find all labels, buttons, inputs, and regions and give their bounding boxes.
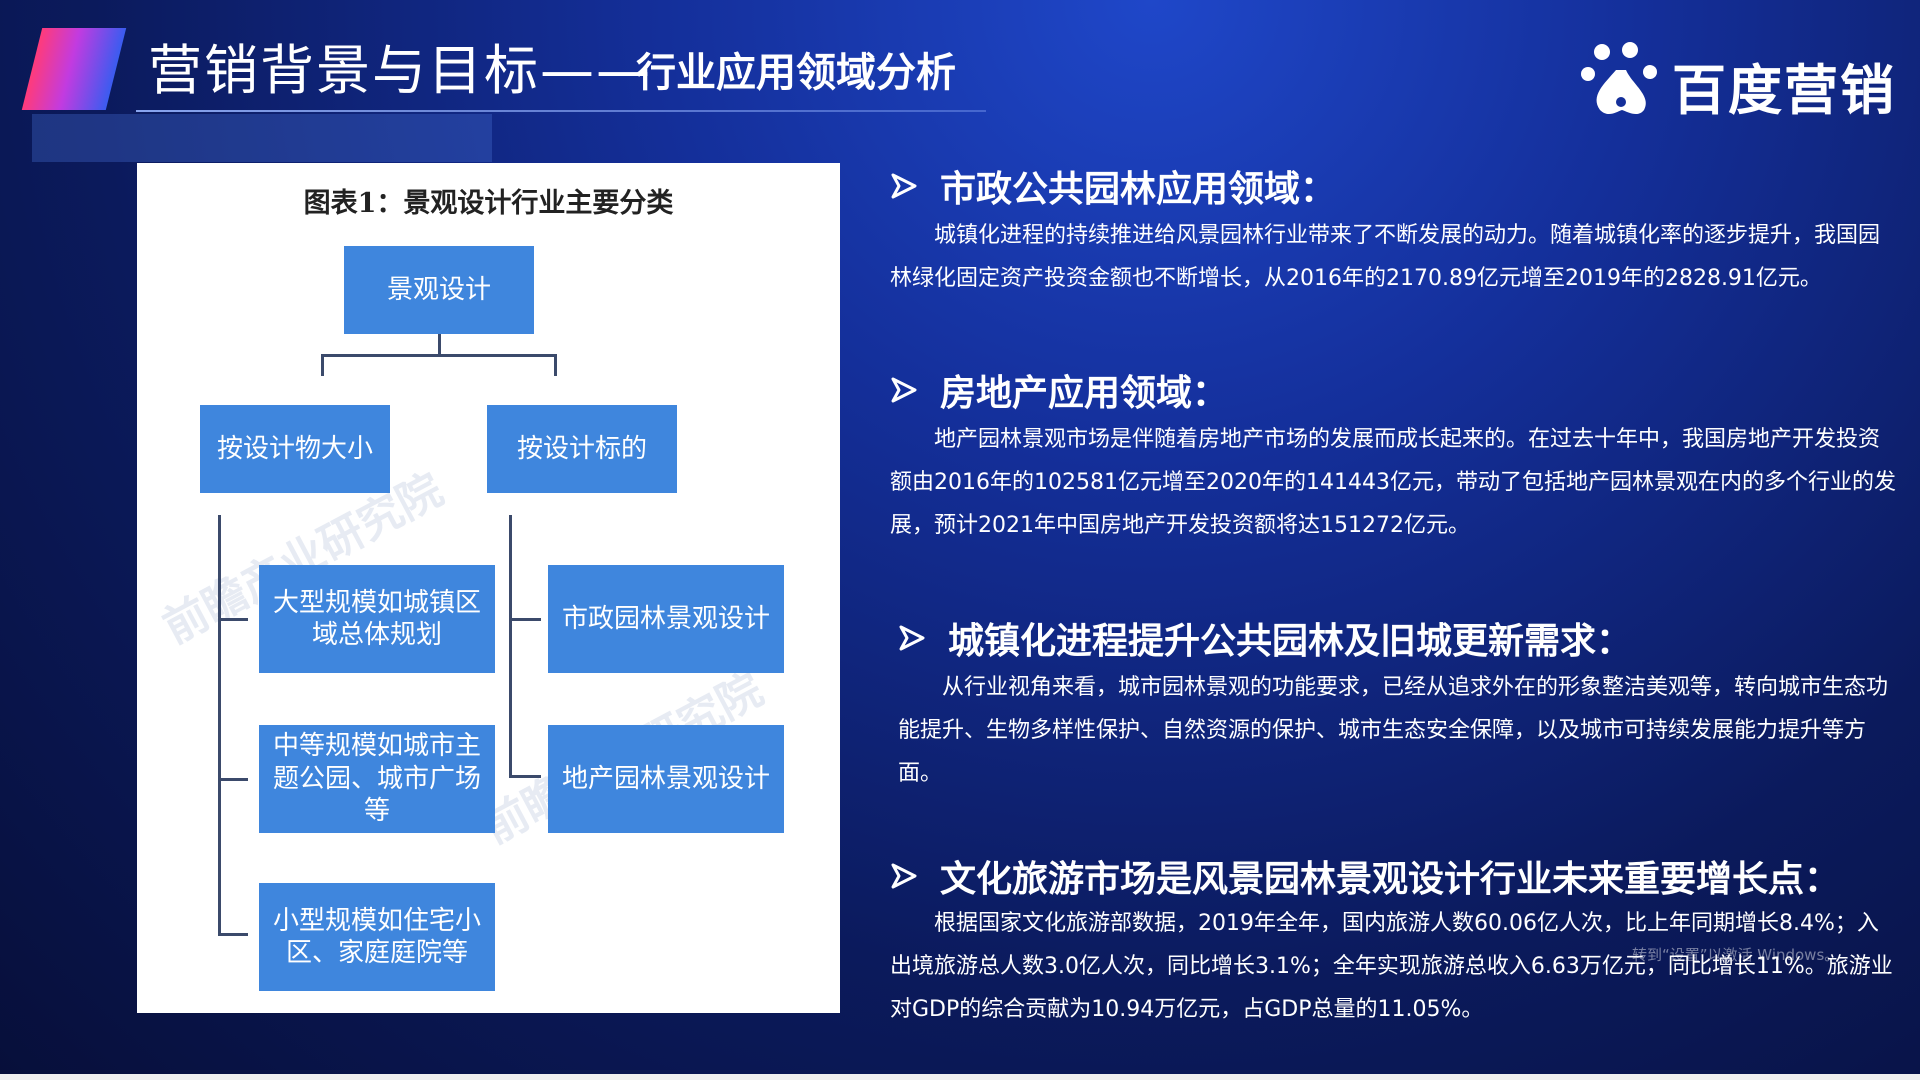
section-heading-urbanization: 城镇化进程提升公共园林及旧城更新需求： xyxy=(898,612,1632,664)
connector xyxy=(218,778,248,781)
connector xyxy=(218,618,248,621)
connector xyxy=(509,775,541,778)
section-body-realestate: 地产园林景观市场是伴随着房地产市场的发展而成长起来的。在过去十年中，我国房地产开… xyxy=(890,427,1896,538)
page-subtitle: 行业应用领域分析 xyxy=(636,50,956,96)
baidu-paw-icon xyxy=(1581,42,1657,115)
section-body-urbanization: 从行业视角来看，城市园林景观的功能要求，已经从追求外在的形象整洁美观等，转向城市… xyxy=(898,675,1889,786)
diagram-caption: 图表1：景观设计行业主要分类 xyxy=(303,188,674,219)
section-heading-realestate: 房地产应用领域： xyxy=(890,364,1228,416)
diagram-left-child: 小型规模如住宅小区、家庭庭院等 xyxy=(259,883,495,991)
section-body-municipal: 城镇化进程的持续推进给风景园林行业带来了不断发展的动力。随着城镇化率的逐步提升，… xyxy=(890,223,1881,291)
diagram-right-child: 市政园林景观设计 xyxy=(548,565,784,673)
arrow-bullet-icon xyxy=(891,377,917,403)
diagram-branch-left: 按设计物大小 xyxy=(200,405,390,493)
connector xyxy=(321,354,324,376)
section-heading-tourism: 文化旅游市场是风景园林景观设计行业未来重要增长点： xyxy=(890,850,1840,902)
section-heading-municipal: 市政公共园林应用领域： xyxy=(890,160,1336,212)
diagram-root-node: 景观设计 xyxy=(344,246,534,334)
logo-text: 百度营销 xyxy=(1672,59,1896,122)
connector xyxy=(509,515,512,775)
windows-activation-watermark: 转到“设置”以激活 Windows。 xyxy=(1632,946,1840,964)
page-title: 营销背景与目标—— xyxy=(148,39,652,102)
connector xyxy=(218,933,248,936)
diagram-left-child: 中等规模如城市主题公园、城市广场等 xyxy=(259,725,495,833)
title-shade xyxy=(32,114,492,162)
diagram-right-child: 地产园林景观设计 xyxy=(548,725,784,833)
connector xyxy=(554,354,557,376)
section-body-tourism: 根据国家文化旅游部数据，2019年全年，国内旅游人数60.06亿人次，比上年同期… xyxy=(890,911,1893,1022)
connector xyxy=(438,334,441,356)
arrow-bullet-icon xyxy=(891,863,917,889)
connector xyxy=(321,354,556,357)
baidu-marketing-logo: 百度营销 xyxy=(1580,40,1900,122)
diagram-panel: 图表1：景观设计行业主要分类 前瞻产业研究院 前瞻产业研究院 景观设计 按设计物… xyxy=(137,163,840,1013)
connector xyxy=(509,618,541,621)
diagram-left-child: 大型规模如城镇区域总体规划 xyxy=(259,565,495,673)
title-underline xyxy=(136,110,986,112)
diagram-branch-right: 按设计标的 xyxy=(487,405,677,493)
title-accent-bar xyxy=(21,28,127,110)
arrow-bullet-icon xyxy=(899,625,925,651)
connector xyxy=(218,515,221,935)
arrow-bullet-icon xyxy=(891,173,917,199)
bottom-edge xyxy=(0,1074,1920,1080)
